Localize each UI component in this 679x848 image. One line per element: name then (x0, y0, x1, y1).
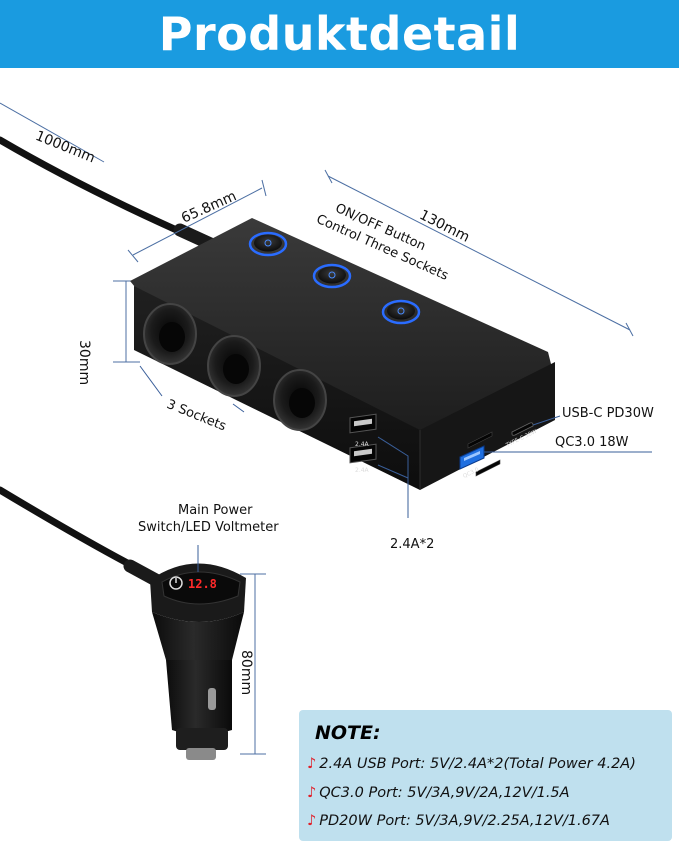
music-note-icon: ♪ (307, 813, 317, 829)
note-title: NOTE: (315, 722, 381, 744)
usb-a-label-1: 2.4A (355, 441, 370, 448)
usb-c-port (511, 422, 534, 436)
main-power-label-1: Main Power (178, 503, 253, 518)
depth-dim-line (132, 187, 263, 256)
note-line-1: ♪2.4A USB Port: 5V/2.4A*2(Total Power 4.… (307, 756, 636, 772)
power-button-2 (312, 263, 352, 289)
power-button-3 (381, 299, 421, 325)
qc-port-label: QC3.0 (462, 467, 480, 480)
plug-length-label: 80mm (238, 650, 254, 696)
note-line-2: ♪QC3.0 Port: 5V/3A,9V/2A,12V/1.5A (307, 785, 570, 801)
card-slot-1 (467, 431, 493, 449)
height-label: 30mm (76, 340, 92, 386)
usb-a-port-1 (349, 413, 377, 434)
main-power-label-2: Switch/LED Voltmeter (138, 520, 279, 535)
usb-a-leader (377, 436, 409, 518)
note-line-3: ♪PD20W Port: 5V/3A,9V/2.25A,12V/1.67A (307, 813, 610, 829)
music-note-icon: ♪ (307, 756, 317, 772)
sockets-leader-1 (139, 365, 163, 397)
power-icon (169, 576, 183, 590)
qc30-label: QC3.0 18W (555, 435, 629, 450)
power-button-1 (248, 231, 288, 257)
socket-2 (207, 335, 261, 397)
socket-1 (143, 303, 197, 365)
cable-dim-line (0, 102, 105, 163)
sockets-leader-2 (232, 403, 245, 413)
title-banner: Produktdetail (0, 0, 679, 68)
device-right-face (420, 362, 555, 490)
length-dim-line (327, 175, 631, 331)
top-cable (0, 136, 194, 240)
usb-c-label: USB-C PD30W (562, 406, 654, 421)
usb-a-label-2: 2.4A (355, 467, 370, 474)
usb-a-port-2 (349, 443, 377, 464)
card-slot-2 (475, 459, 501, 477)
device-top-face (130, 218, 552, 433)
usbc-leader (532, 415, 561, 426)
voltmeter-reading: 12.8 (188, 577, 217, 591)
qc30-port (459, 445, 485, 470)
page-title: Produktdetail (158, 7, 521, 61)
socket-3 (273, 369, 327, 431)
note-box: NOTE: ♪2.4A USB Port: 5V/2.4A*2(Total Po… (299, 710, 672, 841)
voltmeter-panel: 12.8 (161, 571, 241, 605)
usb-a-label: 2.4A*2 (390, 537, 435, 552)
music-note-icon: ♪ (307, 785, 317, 801)
